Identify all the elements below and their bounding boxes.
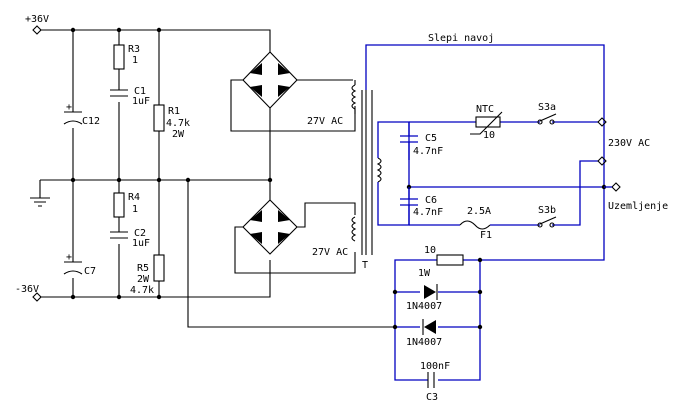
s3a-ref: S3a [538,102,556,113]
bridge-rectifier-lower [234,199,356,274]
r5-ref: R5 [137,263,149,274]
c6-ref: C6 [425,195,437,206]
rail-terminals [32,25,42,302]
c5-value: 4.7nF [413,146,443,157]
svg-text:+: + [66,102,72,113]
capacitor-c6: C6 4.7nF [400,187,443,225]
dc-junctions [70,27,273,300]
ntc-value: 10 [483,130,495,141]
switch-s3a: S3a [537,102,557,125]
r4-ref: R4 [128,192,140,203]
r1-power: 2W [172,129,185,140]
c2-value: 1uF [132,238,150,249]
c7-ref: C7 [84,266,96,277]
bridge-rectifier-upper [230,51,356,132]
switch-s3b: S3b [537,205,557,228]
c1-ref: C1 [134,86,146,97]
c3-value: 100nF [420,361,450,372]
capacitor-c12: + C12 [63,102,100,127]
diagram-title: Slepi navoj [428,33,494,44]
svg-text:+: + [66,252,72,263]
capacitor-c7: + C7 [63,252,96,277]
mains-terminals [597,117,621,192]
r1-ref: R1 [168,106,180,117]
diode-d2: 1N4007 [406,319,442,348]
r10-value: 10 [424,245,436,256]
c1-value: 1uF [132,96,150,107]
ntc-ref: NTC [476,104,494,115]
capacitor-c1: C1 1uF [110,86,150,107]
f1-ref: F1 [480,230,492,241]
c2-ref: C2 [134,228,146,239]
s3b-ref: S3b [538,205,556,216]
c6-value: 4.7nF [413,207,443,218]
mains-voltage-label: 230V AC [608,138,650,149]
ground-label: Uzemljenje [608,201,668,212]
c12-ref: C12 [82,116,100,127]
neg-rail-label: -36V [15,284,39,295]
pos-rail-label: +36V [25,14,49,25]
capacitor-c2: C2 1uF [110,228,150,249]
lower-winding-label: 27V AC [312,247,348,258]
d2-part: 1N4007 [406,337,442,348]
c5-ref: C5 [425,133,437,144]
r1-value: 4.7k [166,118,190,129]
c3-ref: C3 [426,392,438,403]
resistor-r5: R5 2W 4.7k [130,254,165,296]
transformer: 27V AC 27V AC T [307,80,382,271]
dc-wiring [30,29,395,328]
capacitor-c5: C5 4.7nF [400,122,443,160]
r10-power: 1W [418,268,431,279]
upper-winding-label: 27V AC [307,116,343,127]
r4-value: 1 [132,204,138,215]
ntc-thermistor: NTC 10 [470,104,503,141]
d1-part: 1N4007 [406,301,442,312]
diode-d1: 1N4007 [406,284,442,312]
r5-value: 4.7k [130,285,154,296]
tap-label: T [362,260,368,271]
r3-value: 1 [132,55,138,66]
capacitor-c3: 100nF C3 [420,361,450,403]
r3-ref: R3 [128,44,140,55]
resistor-10-ohm: 10 1W [418,245,464,279]
resistor-r4: R4 1 [113,192,140,218]
mains-junctions [392,184,607,330]
resistor-r3: R3 1 [113,44,140,70]
resistor-r1: R1 4.7k 2W [153,104,190,140]
r5-power: 2W [137,274,150,285]
f1-value: 2.5A [467,206,491,217]
fuse-f1: 2.5A F1 [459,206,492,241]
